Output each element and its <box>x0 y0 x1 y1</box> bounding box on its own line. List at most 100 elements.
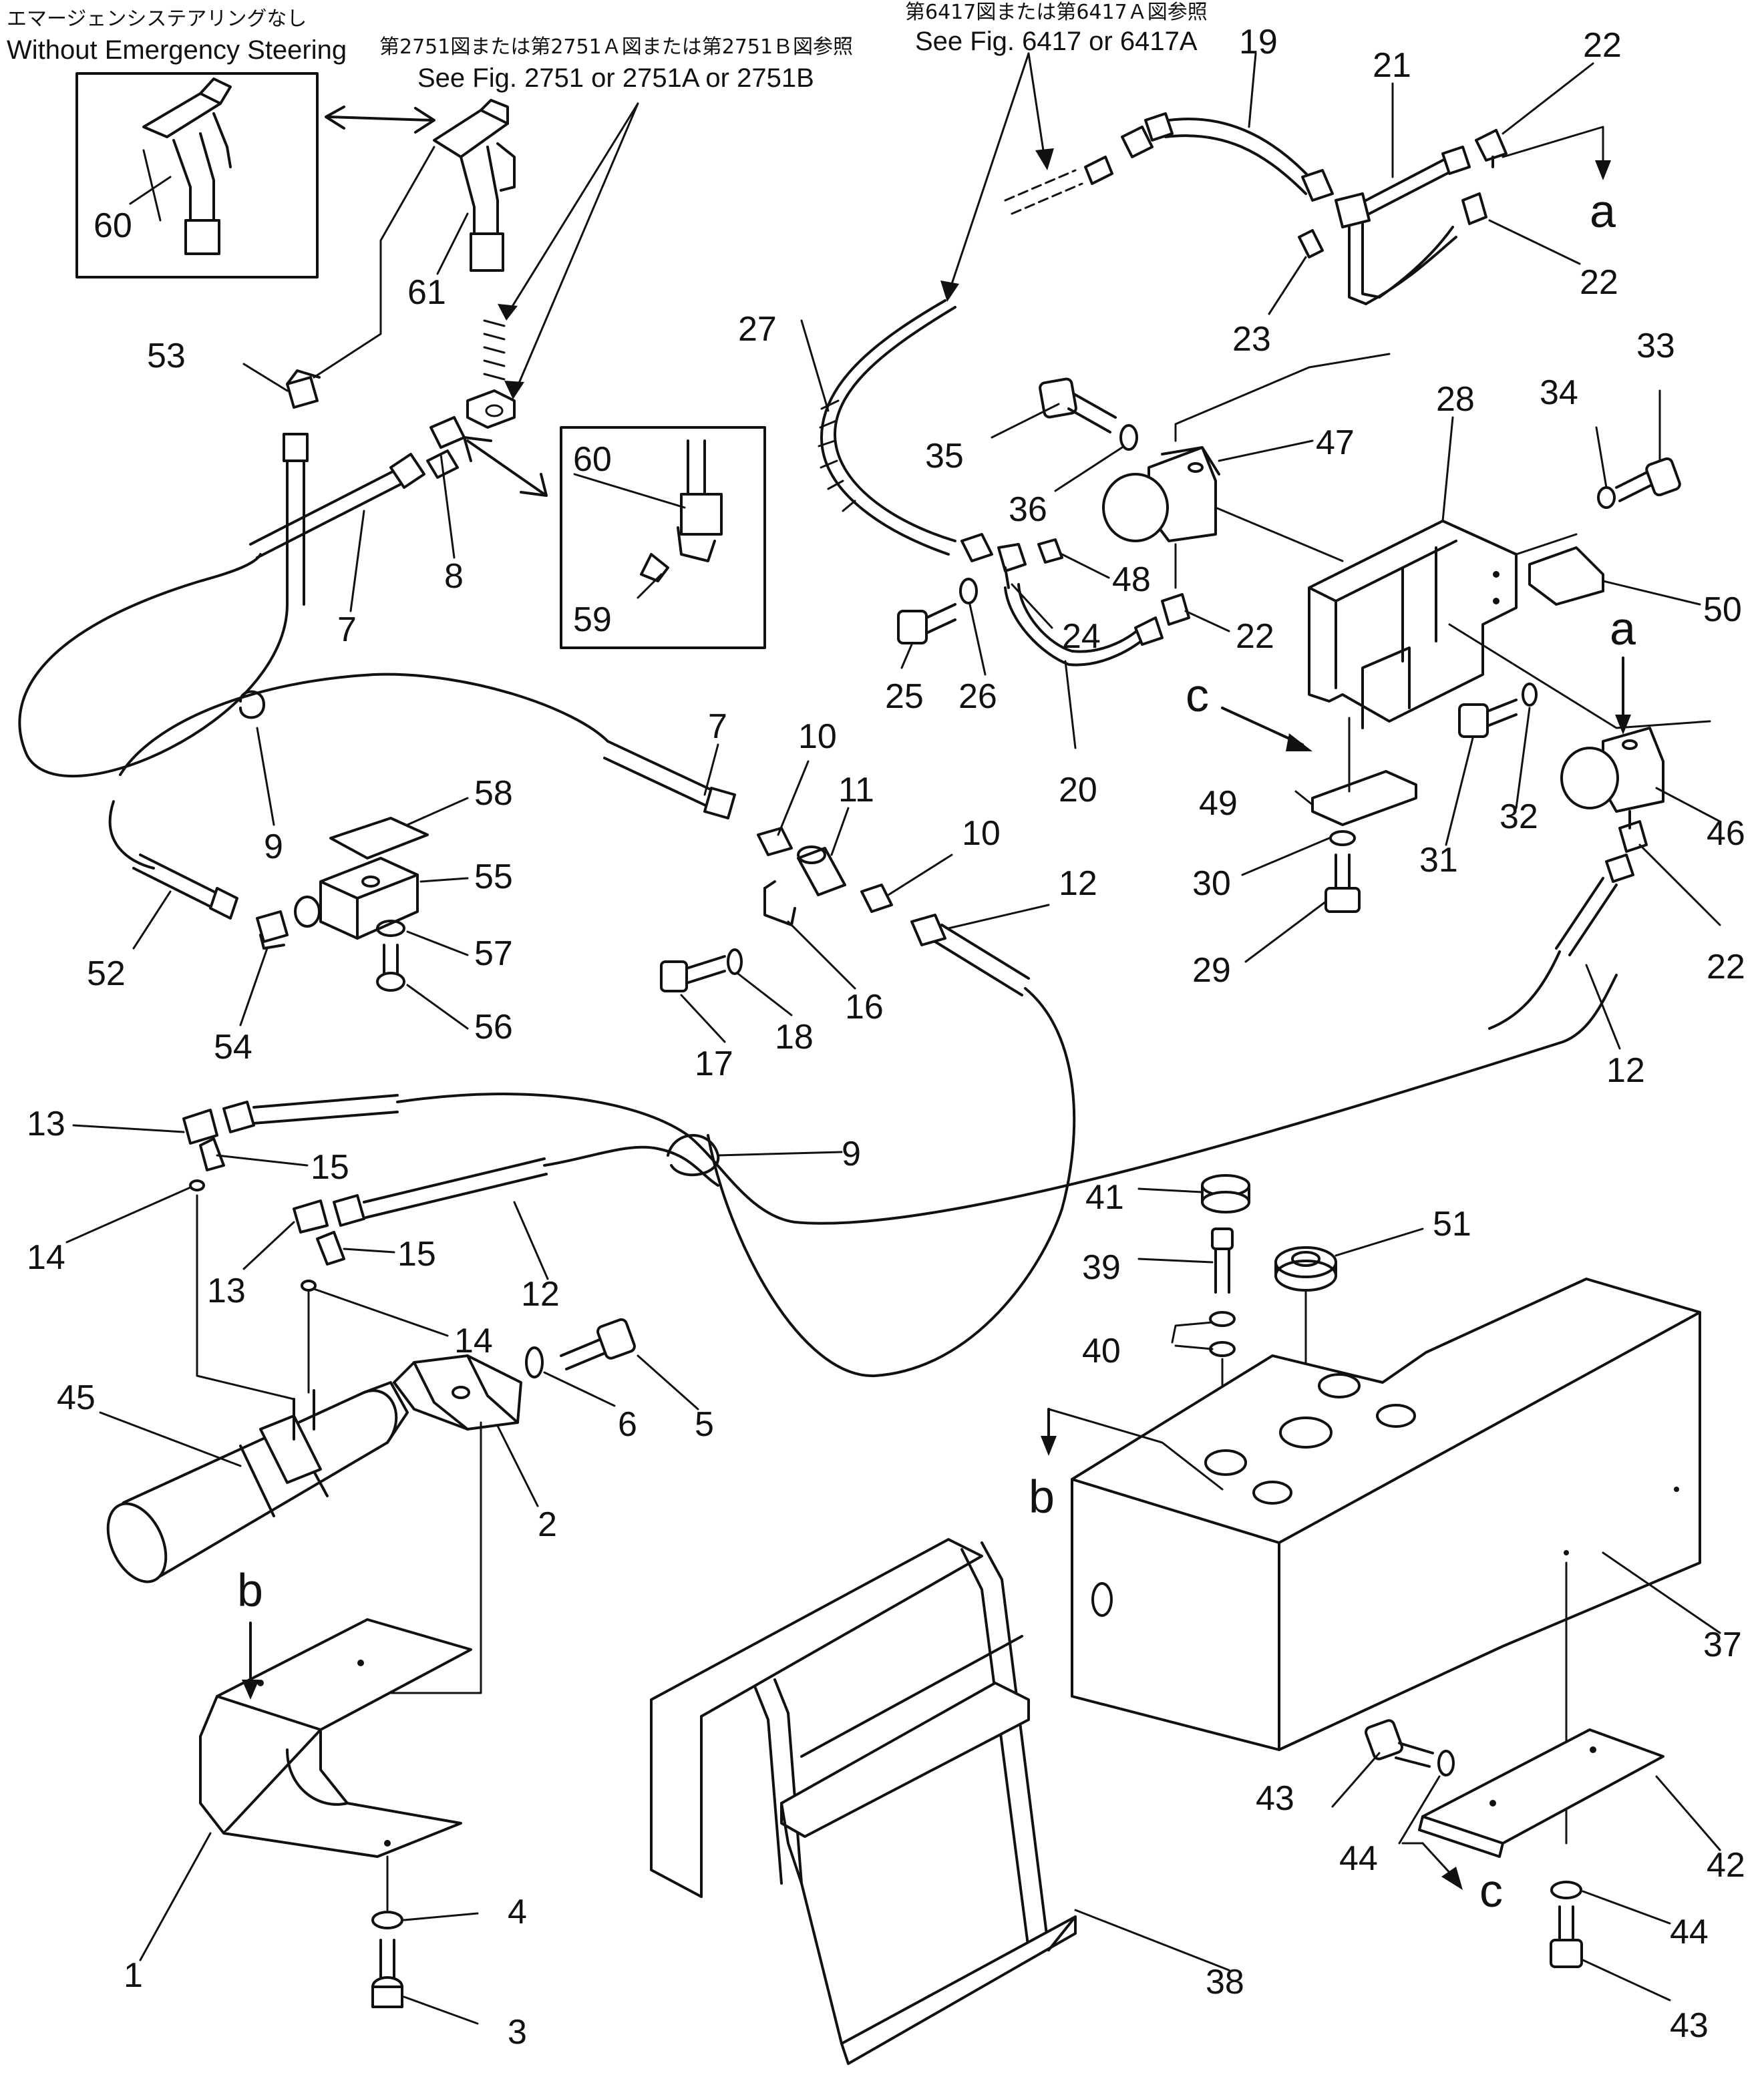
callout-60-mid: 60 <box>573 440 612 479</box>
callout-7-mid: 7 <box>708 707 727 746</box>
cover-1 <box>199 1618 472 1858</box>
bolt-5 <box>560 1318 636 1370</box>
callout-49: 49 <box>1199 784 1238 823</box>
callout-3: 3 <box>508 2013 527 2052</box>
callout-37: 37 <box>1703 1626 1742 1664</box>
plate-42 <box>1418 1728 1664 1858</box>
callout-5: 5 <box>695 1405 714 1444</box>
callout-45: 45 <box>57 1378 96 1417</box>
spring-fitting <box>466 319 516 429</box>
callout-9-lower: 9 <box>842 1135 861 1173</box>
callout-43-b: 43 <box>1670 2006 1709 2045</box>
view-a-top-arrow <box>1502 126 1611 180</box>
note-no-emergency-en: Without Emergency Steering <box>7 35 347 65</box>
bolt-56 <box>376 944 405 992</box>
view-b-right-label: b <box>1029 1471 1055 1523</box>
callout-58: 58 <box>474 774 513 813</box>
leader-47-ref <box>1174 353 1391 589</box>
callout-44-b: 44 <box>1670 1913 1709 1951</box>
bolt-3 <box>371 1939 403 2008</box>
callout-46: 46 <box>1707 814 1745 853</box>
oring-14-b <box>301 1280 317 1292</box>
pipe-21 <box>1365 146 1471 215</box>
view-c-arrow-left <box>1221 707 1312 751</box>
bolt-33 <box>1615 457 1681 502</box>
bolt-31 <box>1458 699 1518 738</box>
plate-58 <box>329 817 429 860</box>
callout-28: 28 <box>1436 380 1475 419</box>
valve-60-inset <box>640 439 723 582</box>
elbow-22-second <box>1461 192 1487 225</box>
reference-arrowheads <box>498 148 1054 399</box>
callout-34: 34 <box>1540 373 1578 412</box>
hose-12-right <box>1555 854 1634 956</box>
callout-33: 33 <box>1636 327 1675 365</box>
callout-22-top: 22 <box>1583 26 1622 65</box>
callout-53: 53 <box>147 337 186 375</box>
tee-fitting <box>1335 192 1457 305</box>
callout-22-second: 22 <box>1580 263 1618 302</box>
view-a-mid-arrow <box>1615 656 1631 735</box>
plate-49 <box>1311 770 1417 826</box>
callout-47: 47 <box>1316 423 1355 462</box>
view-c-right-label: c <box>1479 1865 1503 1917</box>
hose-loop-left <box>18 553 289 778</box>
solenoid-46 <box>1560 727 1664 813</box>
callout-40: 40 <box>1082 1332 1121 1370</box>
washer-36 <box>1119 424 1138 451</box>
fitting-15-b <box>316 1231 345 1266</box>
elbow-fitting-53 <box>286 369 321 409</box>
callout-31: 31 <box>1419 841 1458 880</box>
callout-leaders <box>65 52 1721 2025</box>
leader-2-ref <box>386 1421 482 1694</box>
washer-44-a <box>1437 1750 1455 1776</box>
arrow-b-left <box>242 1622 259 1700</box>
elbow-22-top <box>1475 129 1508 168</box>
bolt-43-b <box>1550 1905 1583 1968</box>
callout-43-a: 43 <box>1256 1779 1294 1818</box>
callout-55: 55 <box>474 858 513 896</box>
callout-61: 61 <box>407 273 446 312</box>
grommet-51 <box>1274 1246 1337 1292</box>
callout-30: 30 <box>1192 864 1231 903</box>
callout-36: 36 <box>1009 490 1047 529</box>
callout-54: 54 <box>214 1028 252 1067</box>
elbow-24 <box>960 533 1027 589</box>
valve-lever-60-inset <box>142 77 232 255</box>
note-ref-6417-jp: 第6417図または第6417Ａ図参照 <box>905 1 1208 24</box>
view-marker-labels: a a b b c c <box>237 185 1636 1917</box>
bracket-28 <box>1308 520 1518 729</box>
washer-18 <box>727 948 743 975</box>
callout-18: 18 <box>775 1018 814 1057</box>
callout-9-upper: 9 <box>264 827 283 866</box>
view-b-left-label: b <box>237 1564 263 1616</box>
callout-12-right: 12 <box>1606 1051 1645 1090</box>
callout-15-a: 15 <box>311 1148 349 1187</box>
callout-44-a: 44 <box>1339 1839 1378 1878</box>
hose-19 <box>1121 112 1334 202</box>
callout-4: 4 <box>508 1893 527 1931</box>
callout-27: 27 <box>738 310 777 349</box>
view-c-left-label: c <box>1186 669 1209 721</box>
fitting-13-a <box>182 1094 399 1145</box>
callout-22-low: 22 <box>1707 948 1745 986</box>
callout-60-top: 60 <box>94 206 132 245</box>
callout-23: 23 <box>1232 320 1271 359</box>
callout-12-lower: 12 <box>521 1275 560 1314</box>
reference-pipe-6417 <box>1004 169 1083 215</box>
leader-45-pipe <box>196 1194 310 1400</box>
washer-32 <box>1522 683 1538 707</box>
callout-14-a: 14 <box>27 1238 65 1277</box>
fitting-13-b <box>293 1157 548 1234</box>
swap-arrow-mid <box>463 436 548 497</box>
hose-12-route <box>707 987 1076 1378</box>
hose-lower-route-2 <box>543 1145 719 1187</box>
note-no-emergency-jp: エマージェンシステアリングなし <box>7 7 307 31</box>
bolt-25 <box>897 603 956 644</box>
oring-14-a <box>189 1179 205 1191</box>
pipe-20 <box>1004 583 1164 667</box>
callout-22-mid: 22 <box>1236 617 1274 656</box>
callout-8: 8 <box>444 557 464 596</box>
inset-box-top <box>75 72 319 278</box>
clamp-9-upper <box>239 690 265 719</box>
